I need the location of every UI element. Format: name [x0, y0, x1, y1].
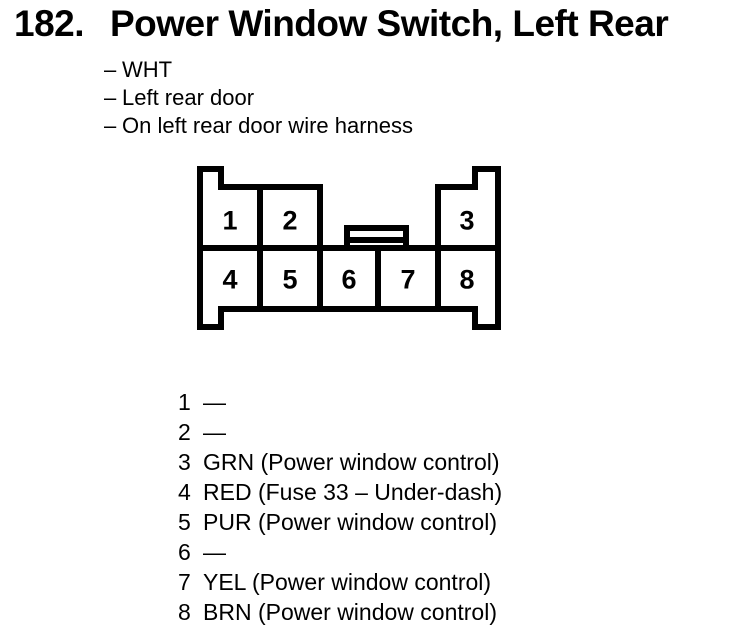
pin-row: 4 RED (Fuse 33 – Under-dash)	[178, 477, 502, 507]
connector-cavity-2: 2	[282, 205, 298, 236]
pin-number: 8	[178, 599, 191, 625]
pin-number: 7	[178, 569, 191, 595]
connector-cavity-1: 1	[222, 205, 238, 236]
connector-cavity-dividers	[257, 184, 441, 312]
connector-cavity-5: 5	[282, 264, 298, 295]
pin-description: YEL (Power window control)	[203, 569, 492, 595]
pin-number: 5	[178, 509, 191, 535]
pin-row: 2 —	[178, 417, 502, 447]
pin-description: PUR (Power window control)	[203, 509, 497, 535]
pin-number: 1	[178, 389, 191, 415]
pin-row: 6 —	[178, 537, 502, 567]
pin-description: RED (Fuse 33 – Under-dash)	[203, 479, 503, 505]
note-text: WHT	[122, 57, 173, 82]
figure-number: 182.	[14, 3, 85, 44]
pin-description: —	[203, 389, 226, 415]
note-text: On left rear door wire harness	[122, 113, 414, 138]
pin-description: —	[203, 419, 226, 445]
pin-number: 4	[178, 479, 191, 505]
pin-number: 2	[178, 419, 191, 445]
dash-bullet: –	[104, 113, 117, 138]
pin-description: GRN (Power window control)	[203, 449, 500, 475]
figure-title-text: Power Window Switch, Left Rear	[110, 3, 669, 44]
dash-bullet: –	[104, 85, 117, 110]
note-text: Left rear door	[122, 85, 255, 110]
pin-description: —	[203, 539, 226, 565]
connector-outline-graphic	[197, 166, 501, 330]
pin-row: 8 BRN (Power window control)	[178, 597, 502, 627]
pin-number: 6	[178, 539, 191, 565]
pin-row: 1 —	[178, 387, 502, 417]
dash-bullet: –	[104, 57, 117, 82]
note-item: – Left rear door	[104, 84, 413, 112]
pin-list: 1 — 2 — 3 GRN (Power window control) 4 R…	[178, 387, 502, 627]
connector-cavity-6: 6	[341, 264, 357, 295]
connector-cavity-4: 4	[222, 264, 238, 295]
pin-row: 7 YEL (Power window control)	[178, 567, 502, 597]
connector-housing-outline	[197, 166, 501, 330]
pin-description: BRN (Power window control)	[203, 599, 497, 625]
connector-cavity-8: 8	[459, 264, 475, 295]
pin-row: 5 PUR (Power window control)	[178, 507, 502, 537]
note-item: – WHT	[104, 56, 413, 84]
connector-diagram: 1 2 3 4 5 6 7 8	[197, 166, 501, 330]
connector-cavity-3: 3	[459, 205, 475, 236]
connector-notes: – WHT – Left rear door – On left rear do…	[104, 56, 413, 140]
note-item: – On left rear door wire harness	[104, 112, 413, 140]
pin-row: 3 GRN (Power window control)	[178, 447, 502, 477]
connector-cavity-7: 7	[400, 264, 416, 295]
pin-number: 3	[178, 449, 191, 475]
page-title: 182. Power Window Switch, Left Rear	[14, 3, 669, 45]
